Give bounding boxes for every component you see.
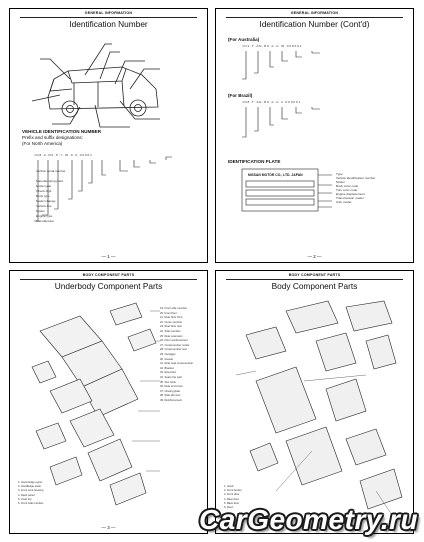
section-header: BODY COMPONENT PARTS bbox=[82, 273, 135, 277]
plate-text: NISSAN MOTOR CO., LTD. JAPAN bbox=[248, 173, 303, 177]
page-folio: — 3 — bbox=[101, 525, 116, 530]
region-note: (For North America) bbox=[22, 141, 63, 146]
page-folio: — 1 — bbox=[101, 254, 116, 259]
manual-page-body-components: BODY COMPONENT PARTS Body Component Part… bbox=[215, 270, 414, 534]
vin-code-row: J N 8 · A · R 0 · 5 · Y · W · 0 · 0 · 0 … bbox=[34, 153, 92, 157]
section-header: GENERAL INFORMATION bbox=[290, 11, 339, 15]
header-rule bbox=[226, 17, 403, 18]
header-rule bbox=[226, 279, 403, 280]
manual-page-identification-contd: GENERAL INFORMATION Identification Numbe… bbox=[215, 8, 414, 263]
vin-subheading: VEHICLE IDENTIFICATION NUMBER bbox=[22, 129, 102, 134]
plate-heading: IDENTIFICATION PLATE bbox=[228, 159, 281, 164]
header-rule bbox=[20, 17, 197, 18]
section-header: BODY COMPONENT PARTS bbox=[288, 273, 341, 277]
brazil-heading: (For Brazil) bbox=[228, 93, 253, 98]
page-title: Underbody Component Parts bbox=[54, 281, 163, 291]
australia-code-row: J N 1 · T · A N · R 5 · 0 · U · W · 0 0 … bbox=[242, 44, 302, 48]
manual-page-underbody: BODY COMPONENT PARTS Underbody Component… bbox=[9, 270, 208, 534]
brazil-code-row: J N 8 · T · A N · R 5 · 0 · U · 2 · 0 0 … bbox=[242, 100, 301, 104]
page-folio: — 4 — bbox=[307, 525, 322, 530]
underbody-exploded-diagram bbox=[31, 302, 160, 506]
identification-diagrams bbox=[241, 51, 332, 212]
page-title: Identification Number (Cont'd) bbox=[259, 19, 370, 29]
vin-legend: Vehicle serial number Manufacturing plan… bbox=[36, 169, 66, 223]
site-watermark: CarGeometry.ru bbox=[199, 504, 419, 535]
header-rule bbox=[20, 279, 197, 280]
vehicle-illustration bbox=[31, 43, 172, 222]
page-title: Body Component Parts bbox=[271, 281, 358, 291]
plate-legend: Type Vehicle identification number Model… bbox=[336, 172, 376, 204]
page-folio: — 2 — bbox=[307, 254, 322, 259]
section-header: GENERAL INFORMATION bbox=[84, 11, 133, 15]
australia-heading: (For Australia) bbox=[228, 37, 260, 42]
page-title: Identification Number bbox=[69, 19, 148, 29]
body-exploded-diagram bbox=[235, 300, 403, 516]
prefix-suffix-text: Prefix and suffix designations: bbox=[22, 135, 83, 140]
manual-page-identification: GENERAL INFORMATION Identification Numbe… bbox=[9, 8, 208, 263]
